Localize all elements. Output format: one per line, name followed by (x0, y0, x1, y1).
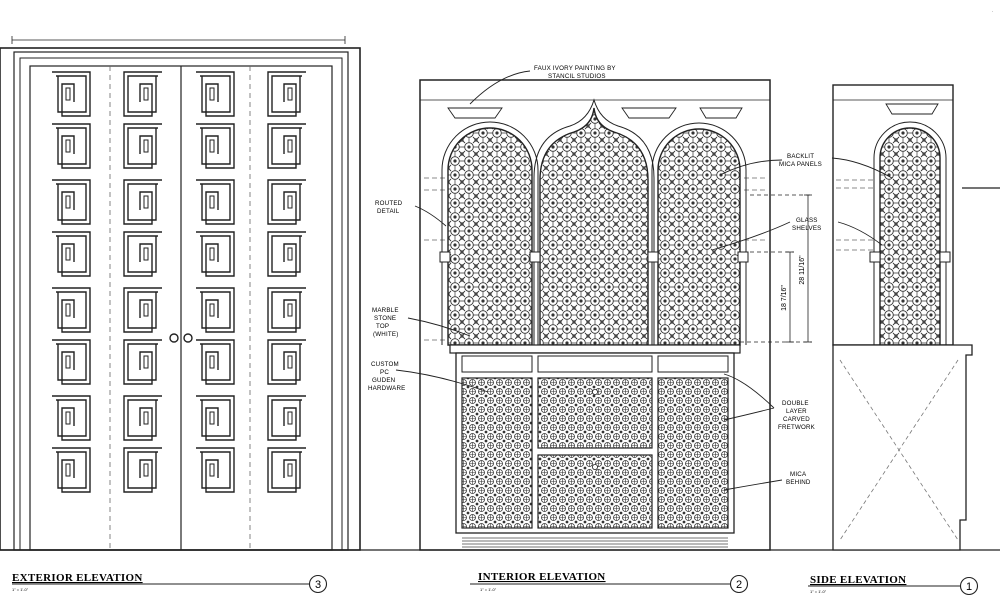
note-custom-hardware: CUSTOM PC GUDEN HARDWARE (368, 361, 405, 392)
left-arch-panel (441, 121, 539, 346)
greek-key-panel (195, 123, 235, 169)
svg-text:SIDE ELEVATION: SIDE ELEVATION (810, 574, 906, 586)
view-number-2: 2 (736, 579, 742, 591)
svg-text:EXTERIOR ELEVATION: EXTERIOR ELEVATION (12, 572, 143, 584)
title-side-elevation: SIDE ELEVATION 1" = 1'-0" 1 (808, 574, 979, 596)
greek-key-panel (123, 339, 163, 385)
greek-key-panel (195, 179, 235, 225)
marble-counter-top (449, 344, 741, 354)
greek-key-panel (195, 287, 235, 333)
greek-key-panel (195, 231, 235, 277)
interior-elevation: 18 7/16" 28 11/16" (419, 79, 812, 551)
svg-text:1" = 1'-0": 1" = 1'-0" (480, 587, 497, 592)
svg-text:GLASS: GLASS (796, 217, 818, 224)
svg-text:CUSTOM: CUSTOM (371, 361, 399, 368)
greek-key-panel (267, 447, 307, 493)
svg-text:1" = 1'-0": 1" = 1'-0" (12, 587, 29, 592)
svg-text:GUDEN: GUDEN (372, 377, 395, 384)
greek-key-panel (123, 71, 163, 117)
door-handle-right (183, 333, 193, 343)
svg-text:BACKLIT: BACKLIT (787, 153, 814, 160)
dim-shelf-low: 18 7/16" (781, 285, 788, 311)
svg-text:MICA: MICA (790, 471, 807, 478)
svg-text:STANCIL STUDIOS: STANCIL STUDIOS (548, 73, 606, 80)
svg-text:SHELVES: SHELVES (792, 225, 822, 232)
svg-text:MARBLE: MARBLE (372, 307, 399, 314)
note-glass-shelves: GLASS SHELVES (792, 217, 822, 232)
title-exterior-elevation: EXTERIOR ELEVATION 1" = 1'-0" 3 (12, 572, 328, 594)
side-elevation: . (832, 8, 1000, 551)
title-interior-elevation: INTERIOR ELEVATION 1" = 1'-0" 2 (470, 571, 749, 594)
svg-text:STONE: STONE (374, 315, 396, 322)
right-arch-panel (651, 122, 747, 346)
svg-text:(WHITE): (WHITE) (373, 331, 398, 338)
svg-text:ROUTED: ROUTED (375, 200, 403, 207)
greek-key-panel (267, 179, 307, 225)
greek-key-panel (195, 71, 235, 117)
note-double-layer-fretwork: DOUBLE LAYER CARVED FRETWORK (778, 400, 816, 431)
greek-key-panel (195, 447, 235, 493)
dim-shelf-high: 28 11/16" (799, 255, 806, 285)
greek-key-panel (51, 71, 91, 117)
greek-key-panel (51, 287, 91, 333)
svg-text:INTERIOR ELEVATION: INTERIOR ELEVATION (478, 571, 606, 583)
greek-key-panel (51, 123, 91, 169)
greek-key-panel (123, 395, 163, 441)
note-mica-behind: MICA BEHIND (786, 471, 811, 486)
svg-text:1" = 1'-0": 1" = 1'-0" (810, 589, 827, 594)
greek-key-panel (195, 395, 235, 441)
greek-key-panel (123, 231, 163, 277)
greek-key-panel (51, 339, 91, 385)
greek-key-panel (123, 447, 163, 493)
greek-key-panel (51, 231, 91, 277)
greek-key-panel (195, 339, 235, 385)
note-backlit-mica: BACKLIT MICA PANELS (779, 153, 822, 168)
svg-text:PC: PC (380, 369, 389, 376)
svg-text:.: . (992, 8, 993, 14)
svg-text:MICA PANELS: MICA PANELS (779, 161, 822, 168)
cabinet-fretwork-doors (461, 377, 729, 529)
note-marble-stone-top: MARBLE STONE TOP (WHITE) (372, 307, 399, 338)
svg-text:TOP: TOP (376, 323, 389, 330)
greek-key-panel (51, 179, 91, 225)
greek-key-panel (267, 395, 307, 441)
note-faux-ivory: FAUX IVORY PAINTING BY STANCIL STUDIOS (534, 65, 616, 80)
greek-key-panel (123, 287, 163, 333)
svg-text:BEHIND: BEHIND (786, 479, 811, 486)
svg-text:DOUBLE: DOUBLE (782, 400, 809, 407)
greek-key-panel (51, 447, 91, 493)
leader-lines (395, 70, 893, 491)
note-routed-detail: ROUTED DETAIL (375, 200, 403, 215)
svg-text:FAUX IVORY PAINTING BY: FAUX IVORY PAINTING BY (534, 65, 616, 72)
greek-key-panel (123, 179, 163, 225)
svg-text:HARDWARE: HARDWARE (368, 385, 405, 392)
svg-text:FRETWORK: FRETWORK (778, 424, 816, 431)
view-number-3: 3 (315, 579, 321, 591)
view-number-1: 1 (966, 581, 972, 593)
door-handle-left (169, 333, 179, 343)
greek-key-panel (123, 123, 163, 169)
greek-key-panel (267, 339, 307, 385)
greek-key-panel (267, 287, 307, 333)
greek-key-panel (267, 71, 307, 117)
svg-text:LAYER: LAYER (786, 408, 807, 415)
greek-key-panel (267, 231, 307, 277)
svg-text:CARVED: CARVED (783, 416, 810, 423)
greek-key-panel (267, 123, 307, 169)
greek-key-panel (51, 395, 91, 441)
side-arch-panel (879, 127, 941, 346)
center-arch-panel (533, 98, 655, 346)
svg-text:DETAIL: DETAIL (377, 208, 400, 215)
